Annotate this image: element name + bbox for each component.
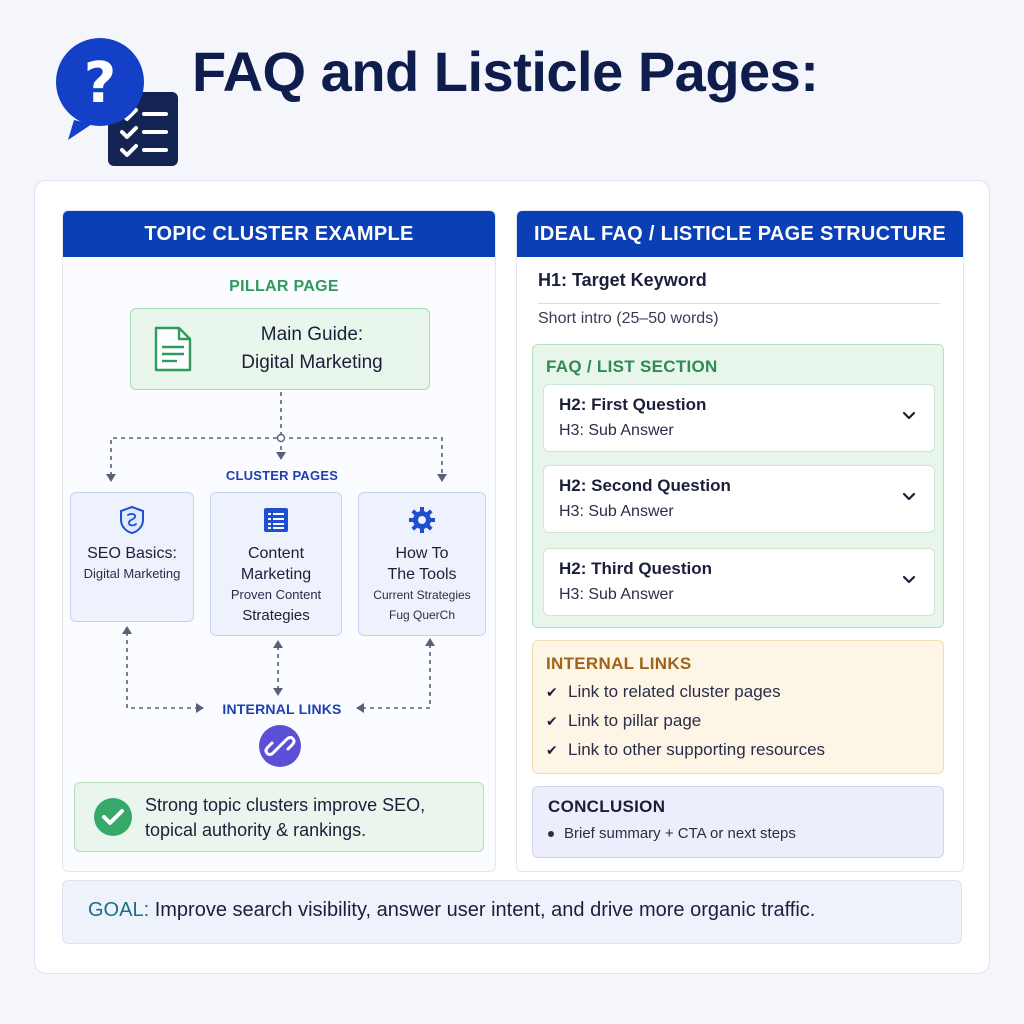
goal-text: GOAL: Improve search visibility, answer …: [88, 899, 815, 922]
faq-question: H2: Third Question: [559, 559, 712, 578]
goal-bar: [62, 880, 962, 944]
cluster-3-line-4: Fug QuerCh: [388, 608, 456, 622]
pillar-page-label: PILLAR PAGE: [229, 278, 339, 295]
list-item: ✔ Link to other supporting resources: [546, 740, 825, 760]
conclusion-text: Brief summary + CTA or next steps: [564, 825, 796, 842]
faq-answer: H3: Sub Answer: [559, 503, 674, 520]
pillar-line-2: Digital Marketing: [241, 352, 383, 373]
faq-item[interactable]: H2: First Question H3: Sub Answer: [543, 384, 935, 452]
faq-checklist-icon: ?: [56, 38, 178, 166]
cluster-1-line-2: Digital Marketing: [83, 566, 181, 581]
cluster-3-line-1: How To: [395, 545, 449, 562]
faq-section-label: FAQ / LIST SECTION: [546, 357, 718, 376]
check-icon: ✔: [546, 713, 558, 729]
list-document-icon: [264, 508, 288, 532]
cluster-2-line-2: Marketing: [240, 566, 312, 583]
cluster-box-content-marketing: Content Marketing Proven Content Strateg…: [210, 492, 342, 636]
seo-callout: Strong topic clusters improve SEO, topic…: [74, 782, 484, 852]
faq-item[interactable]: H2: Third Question H3: Sub Answer: [543, 548, 935, 616]
bullet-icon: [548, 831, 554, 838]
seo-badge-icon: [120, 505, 144, 535]
gear-icon: [409, 507, 435, 533]
internal-links-section: [532, 640, 944, 774]
cluster-3-line-3: Current Strategies: [373, 588, 471, 602]
chevron-down-icon[interactable]: [902, 411, 916, 421]
list-item-text: Link to other supporting resources: [568, 740, 826, 759]
internal-links-section-label: INTERNAL LINKS: [546, 654, 692, 673]
check-icon: ✔: [546, 684, 558, 700]
conclusion-section: [532, 786, 944, 858]
list-item: ✔ Link to related cluster pages: [546, 682, 781, 702]
pillar-page-title: Main Guide: Digital Marketing: [195, 321, 429, 377]
topic-cluster-title: TOPIC CLUSTER EXAMPLE: [63, 211, 495, 257]
svg-text:?: ?: [84, 51, 116, 116]
divider: [538, 303, 940, 304]
cluster-3-line-2: The Tools: [387, 566, 457, 583]
cluster-2-line-3: Proven Content: [230, 587, 322, 602]
faq-item[interactable]: H2: Second Question H3: Sub Answer: [543, 465, 935, 533]
list-item: ✔ Link to pillar page: [546, 711, 701, 731]
conclusion-item: Brief summary + CTA or next steps: [548, 825, 796, 842]
check-circle-icon: [94, 798, 132, 836]
page-title: FAQ and Listicle Pages:: [192, 40, 819, 103]
faq-question: H2: Second Question: [559, 476, 731, 495]
goal-description: Improve search visibility, answer user i…: [154, 899, 816, 921]
h1-target-keyword: H1: Target Keyword: [538, 270, 707, 290]
pillar-line-1: Main Guide:: [260, 324, 364, 345]
faq-answer: H3: Sub Answer: [559, 422, 674, 439]
internal-links-label: INTERNAL LINKS: [222, 701, 342, 717]
link-icon: [259, 725, 301, 767]
cluster-box-how-to-tools: How To The Tools Current Strategies Fug …: [358, 492, 486, 636]
intro-text: Short intro (25–50 words): [538, 310, 719, 327]
callout-text: Strong topic clusters improve SEO, topic…: [145, 793, 475, 843]
list-item-text: Link to related cluster pages: [568, 682, 781, 701]
cluster-2-line-4: Strategies: [242, 607, 310, 624]
cluster-1-line-1: SEO Basics:: [87, 545, 177, 562]
cluster-box-seo-basics: SEO Basics: Digital Marketing: [70, 492, 194, 622]
faq-answer: H3: Sub Answer: [559, 586, 674, 603]
goal-label: GOAL:: [88, 899, 150, 921]
chevron-down-icon[interactable]: [902, 575, 916, 585]
faq-question: H2: First Question: [559, 395, 707, 414]
check-icon: ✔: [546, 742, 558, 758]
cluster-pages-label: CLUSTER PAGES: [225, 468, 339, 483]
pillar-page-box: Main Guide: Digital Marketing: [130, 308, 430, 390]
document-icon: [154, 326, 192, 372]
callout-line-2: topical authority & rankings.: [145, 820, 367, 840]
cluster-2-line-1: Content: [247, 545, 305, 562]
list-item-text: Link to pillar page: [568, 711, 702, 730]
conclusion-label: CONCLUSION: [548, 797, 666, 816]
chevron-down-icon[interactable]: [902, 492, 916, 502]
page-structure-title: IDEAL FAQ / LISTICLE PAGE STRUCTURE: [517, 211, 963, 257]
callout-line-1: Strong topic clusters improve SEO,: [145, 795, 426, 815]
